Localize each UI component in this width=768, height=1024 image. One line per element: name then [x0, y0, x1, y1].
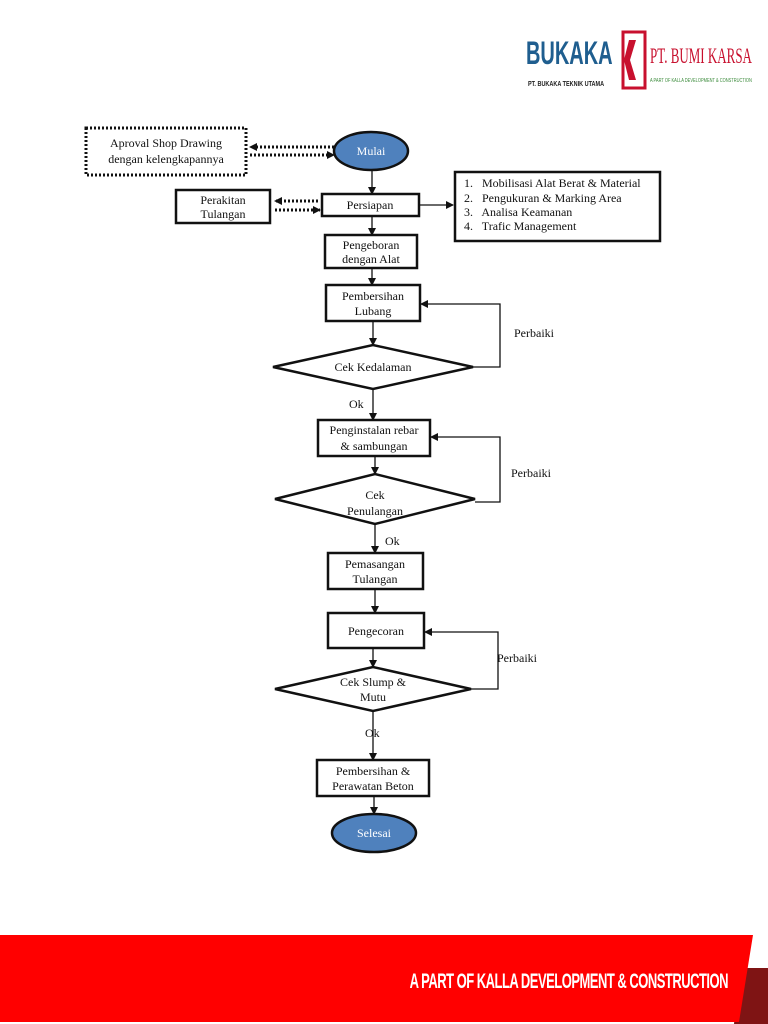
svg-text:Penginstalan rebar: Penginstalan rebar	[330, 423, 419, 437]
pembersihan-perawatan-box: Pembersihan & Perawatan Beton	[315, 758, 431, 798]
penginstalan-box: Penginstalan rebar & sambungan	[316, 418, 432, 458]
svg-text:Selesai: Selesai	[357, 826, 392, 840]
svg-text:Mutu: Mutu	[360, 690, 386, 704]
bukaka-logo: BUKAKA PT. BUKAKA TEKNIK UTAMA	[526, 35, 613, 88]
svg-text:Cek Slump &: Cek Slump &	[340, 675, 407, 689]
ok-label-1: Ok	[349, 397, 364, 411]
pengeboran-box: Pengeboran dengan Alat	[323, 233, 419, 270]
footer-text: A PART OF KALLA DEVELOPMENT & CONSTRUCTI…	[410, 969, 728, 993]
retry-label-2: Perbaiki	[511, 466, 552, 480]
retry-label-1: Perbaiki	[514, 326, 555, 340]
bukaka-logo-subtitle: PT. BUKAKA TEKNIK UTAMA	[528, 80, 604, 88]
cek-kedalaman-decision: Cek Kedalaman	[272, 343, 474, 391]
pemasangan-box: Pemasangan Tulangan	[326, 551, 425, 591]
svg-text:1. Mobilisasi Alat Berat & M: 1. Mobilisasi Alat Berat & Material	[464, 176, 641, 190]
svg-text:4. Trafic Management: 4. Trafic Management	[464, 219, 577, 233]
bumi-karsa-logo: PT. BUMI KARSA A PART OF KALLA DEVELOPME…	[621, 30, 752, 90]
svg-text:& sambungan: & sambungan	[341, 439, 408, 453]
bukaka-logo-name: BUKAKA	[526, 35, 613, 71]
persiapan-box: Persiapan	[320, 192, 421, 218]
approval-box: Aproval Shop Drawing dengan kelengkapann…	[84, 126, 248, 177]
svg-text:Cek: Cek	[365, 488, 384, 502]
preparation-list-box: 1. Mobilisasi Alat Berat & Material 2. P…	[453, 170, 662, 243]
footer-band: A PART OF KALLA DEVELOPMENT & CONSTRUCTI…	[0, 935, 768, 1024]
bumi-karsa-logo-name: PT. BUMI KARSA	[650, 43, 752, 67]
svg-text:Pengeboran: Pengeboran	[343, 238, 400, 252]
pembersihan-lubang-box: Pembersihan Lubang	[324, 283, 422, 323]
svg-text:Pembersihan: Pembersihan	[342, 289, 404, 303]
retry-label-3: Perbaiki	[497, 651, 538, 665]
svg-text:Perawatan Beton: Perawatan Beton	[332, 779, 414, 793]
svg-text:Lubang: Lubang	[355, 304, 392, 318]
start-terminal: Mulai	[332, 130, 410, 172]
svg-text:Pemasangan: Pemasangan	[345, 557, 405, 571]
cek-penulangan-decision: Cek Penulangan	[274, 472, 476, 526]
ok-label-3: Ok	[365, 726, 380, 740]
svg-text:Persiapan: Persiapan	[347, 198, 394, 212]
ok-label-2: Ok	[385, 534, 400, 548]
svg-text:Tulangan: Tulangan	[353, 572, 398, 586]
svg-text:Cek Kedalaman: Cek Kedalaman	[335, 360, 412, 374]
retry-loop-2	[430, 433, 501, 503]
svg-text:Penulangan: Penulangan	[347, 504, 403, 518]
cek-slump-decision: Cek Slump & Mutu	[274, 665, 472, 713]
svg-text:Mulai: Mulai	[357, 144, 386, 158]
retry-loop-3	[424, 628, 499, 690]
svg-text:Aproval Shop Drawing: Aproval Shop Drawing	[110, 136, 222, 150]
perakitan-box: Perakitan Tulangan	[174, 188, 272, 225]
svg-text:Tulangan: Tulangan	[201, 207, 246, 221]
svg-text:3. Analisa Keamanan: 3. Analisa Keamanan	[464, 205, 572, 219]
end-terminal: Selesai	[330, 812, 418, 854]
retry-loop-1	[420, 300, 501, 368]
svg-text:Pengecoran: Pengecoran	[348, 624, 404, 638]
svg-text:2. Pengukuran & Marking Area: 2. Pengukuran & Marking Area	[464, 191, 622, 205]
bumi-karsa-logo-subtitle: A PART OF KALLA DEVELOPMENT & CONSTRUCTI…	[650, 78, 752, 84]
svg-text:dengan kelengkapannya: dengan kelengkapannya	[108, 152, 224, 166]
svg-text:Pembersihan &: Pembersihan &	[336, 764, 411, 778]
svg-text:Perakitan: Perakitan	[200, 193, 245, 207]
pengecoran-box: Pengecoran	[326, 611, 426, 650]
svg-text:dengan Alat: dengan Alat	[342, 252, 400, 266]
